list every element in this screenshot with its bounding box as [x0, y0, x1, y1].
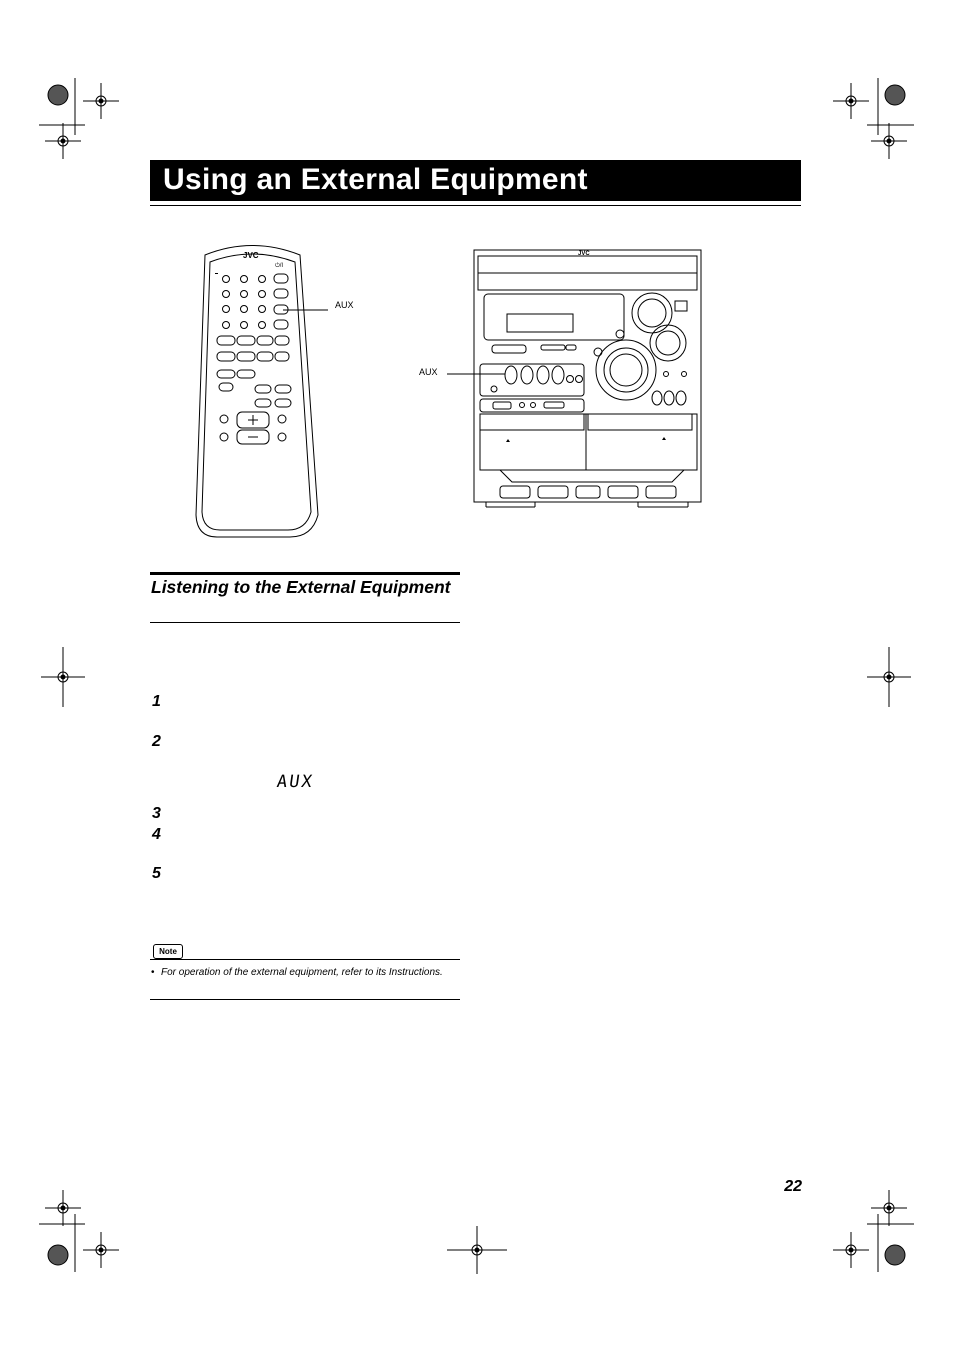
title-bar [150, 160, 801, 201]
note-rule-bottom [150, 999, 460, 1000]
page-title: Using an External Equipment [163, 163, 588, 196]
section-rule-bottom [150, 622, 460, 623]
step-number: 4 [152, 826, 161, 843]
remote-brand-logo: JVC [243, 251, 259, 260]
note-item-text: For operation of the external equipment,… [161, 967, 443, 978]
unit-brand-logo: JVC [578, 251, 590, 257]
step-number: 3 [152, 805, 161, 822]
note-rule-top [150, 959, 460, 960]
page-number: 22 [784, 1178, 802, 1195]
note-icon: Note [153, 944, 183, 959]
section-rule-top [150, 572, 460, 575]
step-number: 2 [152, 733, 161, 750]
note-item: • For operation of the external equipment… [151, 966, 461, 980]
title-rule [150, 205, 801, 206]
section-title: Listening to the External Equipment [151, 577, 451, 597]
unit-aux-callout: AUX [419, 367, 438, 377]
note-icon-label: Note [159, 947, 177, 956]
step-number: 1 [152, 693, 161, 710]
step-number: 5 [152, 865, 161, 882]
display-readout: AUX [275, 772, 316, 792]
remote-aux-callout: AUX [335, 300, 354, 310]
bullet: • [151, 967, 155, 978]
remote-power-symbol: ⏻/I [275, 263, 284, 269]
